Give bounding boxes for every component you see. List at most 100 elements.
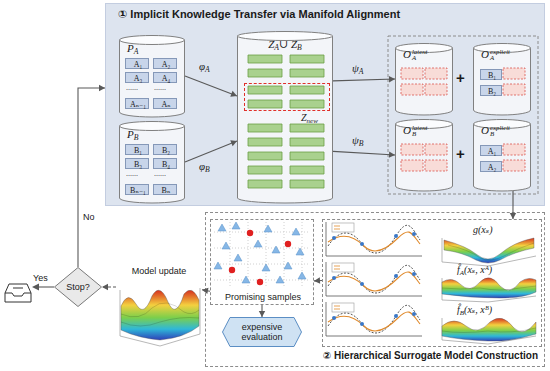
text-line: A₂ <box>162 60 171 69</box>
text-line: OlatentA <box>403 48 427 62</box>
node-text: Z <box>301 112 307 123</box>
item-box: Bₙ₋₁ <box>125 184 149 195</box>
cylinder-body <box>120 126 185 203</box>
label-group: + <box>456 145 465 162</box>
node-text: Bₙ <box>162 186 171 195</box>
connector-line <box>185 76 237 96</box>
item-box: A₁ <box>480 145 502 156</box>
label-group: + <box>456 69 465 86</box>
text-line: ZA∪ ZB <box>268 38 302 53</box>
text-line: B₂ <box>162 146 170 155</box>
item-box: B₁ <box>480 69 502 80</box>
cylinder-body <box>396 48 453 115</box>
node-text: (xₛ, xᴮ) <box>464 304 492 315</box>
arrow-head <box>389 76 395 82</box>
annotation-label: ...... <box>126 83 138 92</box>
solution-group-outline <box>388 36 538 194</box>
node-text: f̂ <box>457 304 460 315</box>
evaluation-hexagon: expensive evaluation <box>222 317 302 347</box>
annotation-label: + <box>456 145 465 162</box>
label-group: ...... <box>154 169 166 178</box>
node-text: Bₙ₋₁ <box>130 186 146 195</box>
cylinder-body <box>396 124 453 191</box>
edge-label: No <box>83 212 95 222</box>
connector <box>202 288 210 294</box>
arrow-head <box>230 91 237 97</box>
item-box: A₂ <box>480 161 502 172</box>
annotation-label: ψ <box>352 62 359 74</box>
text-line: Aₙ₋₁ <box>130 100 146 109</box>
mini-legend-lines <box>334 226 340 229</box>
node-text: Model update <box>132 266 187 276</box>
node-text: expensive evaluation <box>241 322 282 342</box>
label-group: Yes <box>33 273 48 283</box>
node-text: P <box>127 128 134 140</box>
node-text: B₁ <box>488 71 496 80</box>
text-line: Bₙ <box>162 186 171 195</box>
surface-mesh <box>448 243 534 260</box>
surface-mesh <box>442 286 536 290</box>
hexagon-outline <box>223 318 302 347</box>
text-line: A₂ <box>488 163 497 172</box>
text-line: f̂A(xₛ, xᴬ) <box>457 264 492 277</box>
text-line: f̂B(xₛ, xᴮ) <box>457 304 492 317</box>
diamond-outline <box>55 268 102 307</box>
node-text: B <box>490 131 510 138</box>
item-box: A₁ <box>125 58 149 69</box>
population-cylinder: PBB₁B₂B₃B₄Bₙ₋₁Bₙ <box>119 121 185 203</box>
node-text: B <box>460 309 464 317</box>
text-line: B₃ <box>134 160 142 169</box>
section-panel: ① Implicit Knowledge Transfer via Manifo… <box>105 3 545 206</box>
text-line: Model update <box>132 266 187 276</box>
surface-mesh <box>442 328 536 333</box>
node-text: explicit <box>490 49 510 56</box>
item-box: Aₙ₋₁ <box>125 98 149 109</box>
node-text: B₄ <box>162 160 170 169</box>
node-text: Promising samples <box>225 292 301 302</box>
node-text: B <box>412 131 428 138</box>
connector <box>333 151 395 157</box>
node-text: B <box>297 43 302 52</box>
node-text: P <box>127 42 134 54</box>
surrogate-curve-plot <box>326 302 422 336</box>
scatter-grid <box>214 222 308 288</box>
arrow-head <box>510 213 516 219</box>
node-text: B₃ <box>134 160 142 169</box>
item-box: A₂ <box>153 58 177 69</box>
script-stack: explicitB <box>490 125 510 139</box>
label-group: ...... <box>126 83 138 92</box>
annotation-label: A <box>205 65 210 74</box>
text-line: Promising samples <box>225 292 301 302</box>
yes-arrow <box>38 286 54 287</box>
node-text: latent <box>412 49 428 56</box>
item-box: Aₙ <box>153 98 177 109</box>
output-tray-detail <box>5 288 31 296</box>
text-line: expensive evaluation <box>233 322 291 343</box>
annotation-label: φ <box>199 160 205 172</box>
text-line: PA <box>127 42 138 57</box>
connector <box>510 191 516 219</box>
node-text: ∪ Z <box>279 38 297 50</box>
text-line: B₁ <box>488 71 496 80</box>
node-text: new <box>307 117 318 125</box>
node-text: latent <box>412 125 428 132</box>
script-stack: explicitA <box>490 49 510 63</box>
text-line: A₁ <box>488 147 497 156</box>
node-text: A₁ <box>488 147 497 156</box>
item-box: B₄ <box>153 158 177 169</box>
model-axes <box>120 288 200 346</box>
text-line: A₁ <box>134 60 143 69</box>
arrow-head <box>259 311 265 317</box>
connector <box>185 76 237 97</box>
node-text: Z <box>268 38 274 50</box>
connector <box>333 76 395 82</box>
text-line: OexplicitB <box>481 124 510 138</box>
connector <box>185 140 237 162</box>
node-text: B₁ <box>134 146 142 155</box>
annotation-label: ψ <box>352 134 359 146</box>
label-group: φB <box>199 160 210 175</box>
cylinder-body <box>120 40 185 117</box>
connector-line <box>78 88 105 267</box>
node-text: A₁ <box>134 60 143 69</box>
node-text: B₂ <box>488 87 496 96</box>
